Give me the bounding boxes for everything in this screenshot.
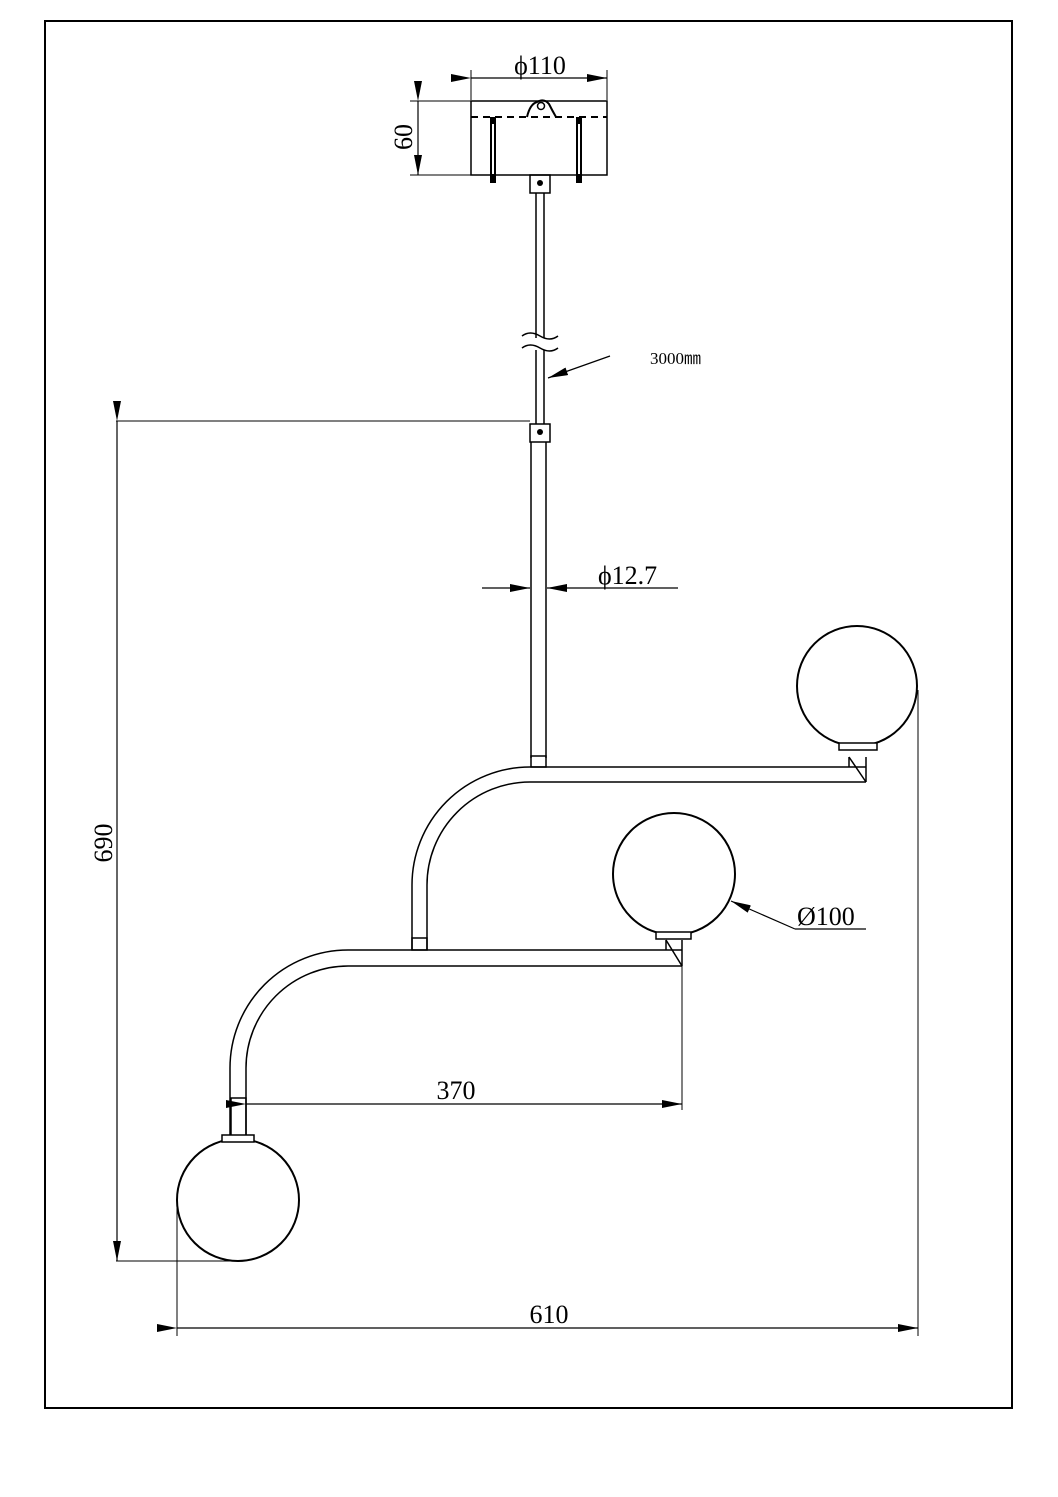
globe-middle bbox=[612, 812, 736, 940]
ceiling-canopy bbox=[470, 99, 608, 194]
suspension-cable bbox=[521, 193, 559, 424]
total-width-label: 610 bbox=[530, 1300, 569, 1329]
canopy-diameter-label: ϕ110 bbox=[514, 51, 566, 80]
total-height-dimension: 690 bbox=[89, 401, 530, 1262]
total-height-label: 690 bbox=[89, 824, 118, 863]
globe-top-right bbox=[796, 625, 918, 751]
rod-connector bbox=[529, 423, 551, 443]
lower-arm bbox=[229, 939, 683, 1139]
rod-diameter-label: ϕ12.7 bbox=[598, 561, 657, 590]
drawing-frame bbox=[44, 20, 1013, 1409]
cable-length-label: 3000㎜ bbox=[650, 349, 701, 368]
total-width-dimension: 610 bbox=[157, 690, 919, 1336]
main-rod bbox=[530, 442, 547, 768]
arm-span-label: 370 bbox=[437, 1076, 476, 1105]
canopy-diameter-dimension: ϕ110 bbox=[451, 51, 608, 100]
rod-diameter-dimension: ϕ12.7 bbox=[482, 561, 678, 592]
globe-diameter-callout: Ø100 bbox=[730, 900, 866, 931]
canopy-height-dimension: 60 bbox=[389, 81, 471, 176]
arm-span-dimension: 370 bbox=[226, 966, 683, 1110]
upper-arm bbox=[411, 756, 867, 951]
cable-length-callout: 3000㎜ bbox=[547, 349, 701, 379]
globe-diameter-label: Ø100 bbox=[797, 902, 855, 931]
globe-bottom-left bbox=[176, 1134, 300, 1262]
canopy-height-label: 60 bbox=[389, 124, 418, 150]
